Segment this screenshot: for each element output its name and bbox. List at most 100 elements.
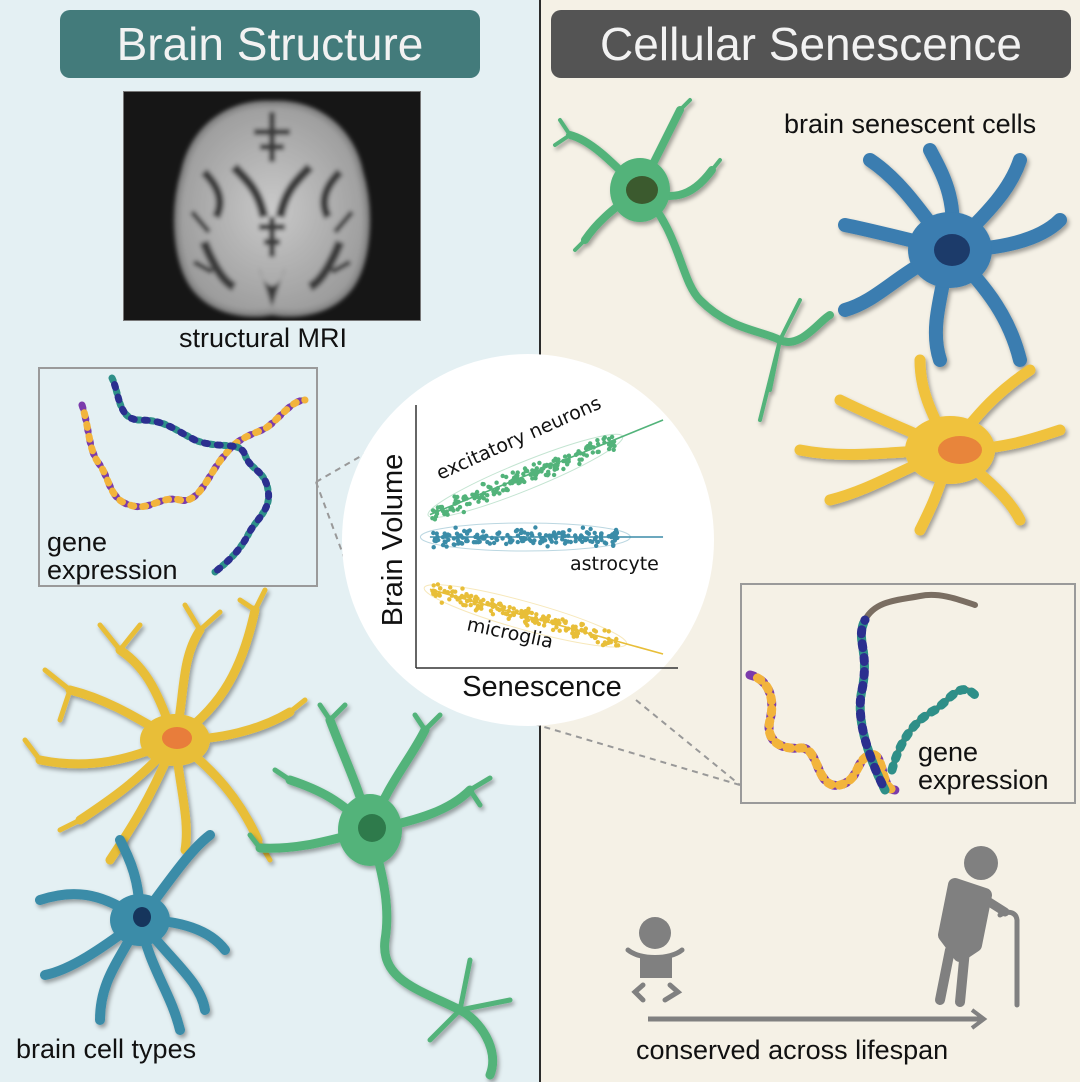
structural-mri-image bbox=[123, 91, 421, 321]
senescent-neuron-cell-icon bbox=[553, 98, 834, 422]
data-point-excitatory-neurons bbox=[602, 440, 607, 445]
data-point-microglia bbox=[445, 590, 450, 595]
data-point-astrocyte bbox=[584, 530, 590, 535]
data-point-excitatory-neurons bbox=[530, 468, 535, 473]
data-point-astrocyte bbox=[442, 539, 447, 544]
data-point-excitatory-neurons bbox=[555, 461, 560, 466]
data-point-microglia bbox=[579, 621, 584, 627]
data-point-excitatory-neurons bbox=[481, 496, 486, 501]
data-point-excitatory-neurons bbox=[485, 493, 490, 498]
data-point-astrocyte bbox=[566, 533, 571, 538]
data-point-excitatory-neurons bbox=[502, 482, 507, 487]
data-point-astrocyte bbox=[599, 531, 604, 536]
data-point-excitatory-neurons bbox=[611, 447, 616, 452]
data-point-microglia bbox=[573, 624, 578, 629]
data-point-excitatory-neurons bbox=[517, 477, 523, 482]
gene-expression-label-right: gene expression bbox=[918, 738, 1049, 795]
data-point-astrocyte bbox=[515, 533, 521, 538]
data-point-excitatory-neurons bbox=[457, 504, 463, 510]
gene-expression-label-left: gene expression bbox=[47, 528, 178, 585]
data-point-excitatory-neurons bbox=[448, 507, 453, 512]
data-point-excitatory-neurons bbox=[561, 458, 566, 464]
data-point-excitatory-neurons bbox=[595, 449, 600, 455]
microglia-cell-icon bbox=[22, 587, 308, 865]
data-point-excitatory-neurons bbox=[562, 454, 568, 459]
data-point-microglia bbox=[595, 640, 600, 645]
data-point-microglia bbox=[475, 606, 480, 611]
data-point-microglia bbox=[447, 597, 452, 602]
data-point-astrocyte bbox=[465, 529, 470, 535]
data-point-excitatory-neurons bbox=[443, 511, 448, 516]
data-point-excitatory-neurons bbox=[438, 504, 443, 510]
data-point-astrocyte bbox=[580, 525, 586, 530]
data-point-microglia bbox=[593, 635, 598, 640]
data-point-excitatory-neurons bbox=[573, 452, 579, 457]
density-contour-microglia bbox=[423, 584, 628, 648]
data-point-astrocyte bbox=[505, 532, 510, 538]
data-point-microglia bbox=[508, 613, 513, 618]
data-point-astrocyte bbox=[538, 540, 543, 546]
gene-expression-box-left bbox=[38, 367, 318, 587]
data-point-excitatory-neurons bbox=[456, 499, 461, 504]
gene-label-line2: expression bbox=[47, 555, 178, 586]
data-point-excitatory-neurons bbox=[472, 492, 477, 497]
data-point-excitatory-neurons bbox=[467, 501, 472, 506]
data-point-astrocyte bbox=[592, 536, 598, 542]
data-point-microglia bbox=[614, 643, 619, 648]
data-point-astrocyte bbox=[508, 540, 513, 545]
data-point-microglia bbox=[574, 632, 579, 637]
series-label-astrocyte: astrocyte bbox=[570, 553, 659, 575]
data-point-microglia bbox=[481, 597, 486, 603]
data-point-excitatory-neurons bbox=[533, 476, 538, 481]
data-point-microglia bbox=[448, 585, 453, 590]
y-axis-label: Brain Volume bbox=[377, 454, 409, 627]
data-point-excitatory-neurons bbox=[595, 438, 600, 443]
data-point-astrocyte bbox=[519, 527, 524, 533]
data-point-astrocyte bbox=[464, 536, 469, 541]
data-point-excitatory-neurons bbox=[556, 457, 561, 462]
data-point-microglia bbox=[463, 603, 468, 608]
data-point-excitatory-neurons bbox=[494, 480, 499, 485]
data-point-excitatory-neurons bbox=[530, 476, 535, 481]
data-point-excitatory-neurons bbox=[589, 444, 594, 450]
gene-label-line2: expression bbox=[918, 765, 1049, 796]
data-point-astrocyte bbox=[489, 535, 495, 541]
baby-icon bbox=[625, 917, 685, 1003]
data-point-microglia bbox=[506, 608, 511, 614]
data-point-microglia bbox=[522, 609, 528, 614]
data-point-excitatory-neurons bbox=[577, 457, 582, 462]
data-point-astrocyte bbox=[477, 539, 482, 544]
data-point-microglia bbox=[468, 602, 473, 608]
data-point-astrocyte bbox=[560, 537, 565, 542]
data-point-astrocyte bbox=[434, 531, 439, 536]
data-point-astrocyte bbox=[595, 539, 601, 545]
data-point-astrocyte bbox=[608, 533, 613, 539]
connector-line bbox=[315, 443, 383, 483]
data-point-astrocyte bbox=[614, 530, 620, 535]
data-point-excitatory-neurons bbox=[611, 442, 616, 447]
data-point-astrocyte bbox=[553, 540, 559, 545]
data-point-astrocyte bbox=[444, 544, 449, 549]
data-point-excitatory-neurons bbox=[504, 474, 509, 480]
data-point-microglia bbox=[490, 612, 496, 617]
data-point-microglia bbox=[557, 628, 562, 633]
data-point-excitatory-neurons bbox=[484, 498, 490, 503]
data-point-microglia bbox=[507, 605, 512, 610]
data-point-microglia bbox=[490, 604, 496, 609]
data-point-microglia bbox=[437, 593, 442, 598]
data-point-microglia bbox=[464, 592, 469, 597]
data-point-excitatory-neurons bbox=[551, 458, 556, 463]
data-point-astrocyte bbox=[583, 537, 588, 543]
data-point-excitatory-neurons bbox=[535, 470, 540, 475]
data-point-astrocyte bbox=[487, 541, 493, 546]
data-point-microglia bbox=[514, 609, 519, 614]
data-point-microglia bbox=[541, 623, 547, 628]
data-point-astrocyte bbox=[446, 537, 451, 542]
data-point-astrocyte bbox=[451, 542, 456, 547]
data-point-astrocyte bbox=[545, 544, 550, 549]
data-point-astrocyte bbox=[560, 530, 565, 535]
data-point-excitatory-neurons bbox=[500, 488, 506, 493]
